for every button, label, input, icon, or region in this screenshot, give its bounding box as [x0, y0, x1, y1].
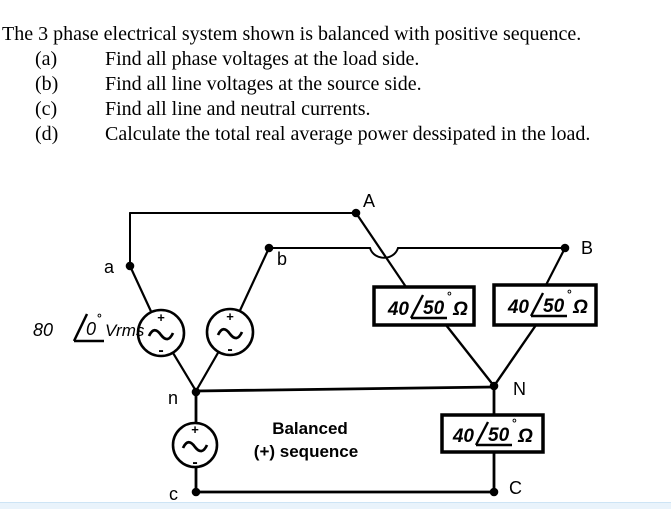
impedance-angle: 50 — [488, 425, 510, 446]
caption-line2: (+) sequence — [254, 442, 358, 461]
voltage-source-an: + - — [136, 308, 186, 359]
item-c-text: Find all line and neutral currents. — [105, 98, 371, 120]
impedance-magnitude: 40 — [507, 297, 530, 318]
impedance-unit: Ω — [517, 426, 533, 447]
wire-A-to-loadA — [354, 211, 408, 289]
problem-item-c: (c) Find all line and neutral currents. — [2, 97, 671, 122]
impedance-magnitude: 40 — [452, 426, 475, 447]
item-b-text: Find all line voltages at the source sid… — [105, 73, 422, 95]
degree-symbol: ° — [97, 311, 102, 325]
impedance-box — [492, 283, 598, 327]
node-a-label: a — [104, 257, 115, 277]
impedance-angle: 50 — [423, 298, 445, 319]
problem-statement: The 3 phase electrical system shown is b… — [2, 22, 671, 147]
source-angle: 0 — [86, 319, 96, 339]
node-A-label: A — [363, 191, 375, 211]
sine-wave-icon — [147, 328, 175, 341]
load-impedance-box-AN: 40 50 ° Ω — [372, 285, 476, 327]
load-impedance-box-BN: 40 50 ° Ω — [492, 283, 598, 327]
degree-symbol: ° — [567, 287, 572, 301]
node-N-label: N — [513, 379, 526, 399]
node-A-dot — [351, 208, 361, 218]
item-d-text: Calculate the total real average power d… — [105, 123, 591, 145]
source-plus-sign: + — [191, 422, 199, 437]
sine-wave-icon — [181, 440, 209, 453]
source-minus-sign: - — [192, 454, 197, 471]
angle-slash — [529, 292, 545, 317]
wire-n-to-N — [194, 385, 496, 393]
wire-crossover-hop — [369, 247, 399, 259]
source-minus-sign: - — [158, 342, 163, 359]
voltage-source-bn: + - — [205, 307, 255, 358]
item-d-label: (d) — [35, 123, 59, 145]
node-n-label: n — [168, 388, 178, 408]
item-a-label: (a) — [35, 48, 58, 70]
footer-highlight-strip — [0, 502, 671, 509]
item-b-label: (b) — [35, 73, 59, 95]
sequence-caption: Balanced (+) sequence — [254, 419, 358, 461]
node-labels: a b n c A B N C — [104, 191, 593, 504]
source-voltage-label: 80 0 ° Vrms — [33, 311, 145, 343]
node-b-label: b — [277, 249, 287, 269]
problem-intro: The 3 phase electrical system shown is b… — [2, 23, 582, 45]
angle-slash — [72, 313, 89, 342]
impedance-unit: Ω — [452, 299, 468, 320]
degree-symbol: ° — [512, 416, 517, 430]
angle-slash — [474, 421, 490, 446]
problem-item-a: (a) Find all phase voltages at the load … — [2, 47, 671, 72]
caption-line1: Balanced — [272, 419, 348, 438]
load-impedance-box-CN: 40 50 ° Ω — [440, 413, 545, 454]
node-n-dot — [191, 387, 201, 397]
wire-B-to-loadB — [544, 246, 567, 287]
impedance-unit: Ω — [572, 297, 588, 318]
problem-item-b: (b) Find all line voltages at the source… — [2, 72, 671, 97]
impedance-angle: 50 — [543, 296, 565, 317]
wire-loadB-to-N — [492, 323, 538, 388]
node-N-dot — [489, 381, 499, 391]
node-B-label: B — [581, 238, 593, 258]
node-c-label: c — [169, 484, 178, 504]
voltage-source-cn: + - — [171, 421, 219, 471]
node-b-dot — [264, 243, 274, 253]
sine-wave-icon — [216, 327, 244, 340]
impedance-magnitude: 40 — [387, 299, 410, 320]
wire-loadA-to-N — [444, 323, 496, 388]
source-magnitude: 80 — [33, 320, 53, 340]
source-unit: Vrms — [105, 321, 145, 340]
angle-slash — [409, 294, 425, 319]
node-B-dot — [560, 243, 570, 253]
node-c-dot — [191, 487, 201, 497]
problem-item-d: (d) Calculate the total real average pow… — [2, 122, 671, 147]
item-a-text: Find all phase voltages at the load side… — [105, 48, 420, 70]
node-C-label: C — [509, 478, 522, 498]
source-plus-sign: + — [226, 309, 234, 324]
source-minus-sign: - — [227, 341, 232, 358]
degree-symbol: ° — [447, 289, 452, 303]
source-plus-sign: + — [157, 310, 165, 325]
node-C-dot — [489, 487, 499, 497]
item-c-label: (c) — [35, 98, 58, 120]
node-dots — [125, 208, 570, 497]
node-a-dot — [125, 261, 135, 271]
